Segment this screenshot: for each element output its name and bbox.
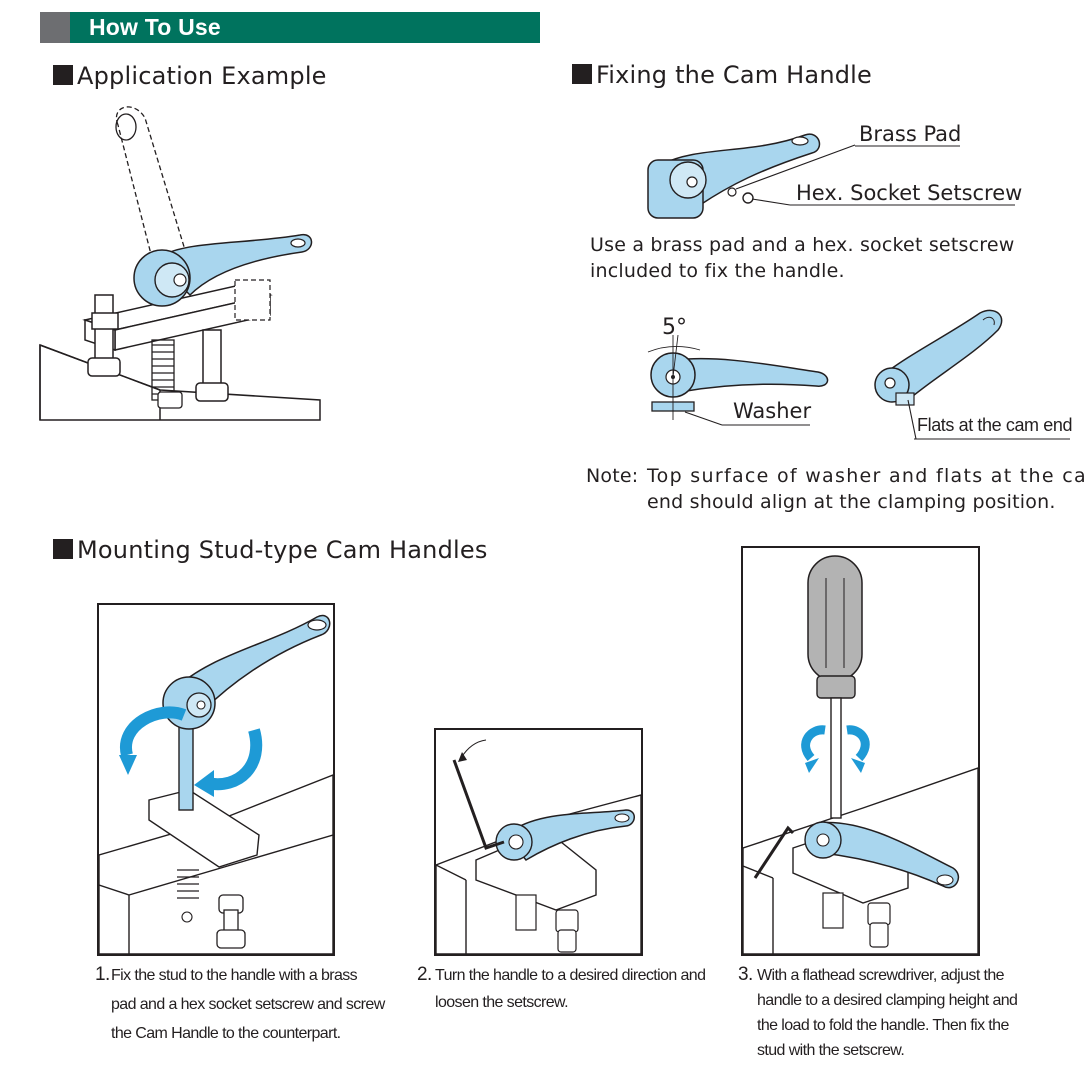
step-3-line-3: the load to fold the handle. Then fix th…	[757, 1017, 1009, 1034]
note-line-1: Top surface of washer and flats at the c…	[647, 465, 1087, 487]
header-tab-accent	[40, 12, 70, 43]
step-1-line-2: pad and a hex socket setscrew and screw	[111, 996, 385, 1013]
note-line-2: end should align at the clamping positio…	[647, 491, 1056, 513]
step-3-illustration	[743, 555, 978, 954]
note-prefix: Note:	[586, 465, 639, 487]
step-3-line-4: stud with the setscrew.	[757, 1042, 905, 1059]
step-1-panel	[97, 603, 335, 956]
washer-label: Washer	[733, 399, 812, 423]
fixing-description-line-1: Use a brass pad and a hex. socket setscr…	[590, 234, 1015, 256]
section-header-bar: How To Use	[40, 12, 540, 43]
step-3-line-1: With a flathead screwdriver, adjust the	[757, 967, 1005, 984]
step-2-number: 2.	[417, 964, 432, 985]
bullet-square-icon	[572, 64, 592, 84]
brass-pad-label: Brass Pad	[859, 122, 962, 146]
step-3-panel	[741, 546, 980, 956]
step-1-number: 1.	[95, 964, 110, 985]
step-3-line-2: handle to a desired clamping height and	[757, 992, 1018, 1009]
handle-with-pad-illustration	[647, 133, 856, 219]
application-example-title: Application Example	[53, 62, 327, 90]
angle-label: 5°	[662, 315, 687, 340]
washer-angle-illustration	[647, 334, 829, 426]
step-1-line-1: Fix the stud to the handle with a brass	[111, 967, 358, 984]
step-1-illustration	[99, 614, 333, 954]
setscrew-label: Hex. Socket Setscrew	[796, 181, 1023, 205]
step-2-illustration	[436, 739, 641, 954]
flats-label: Flats at the cam end	[917, 415, 1073, 435]
flats-illustration	[874, 309, 1003, 440]
header-title: How To Use	[89, 14, 221, 40]
bullet-square-icon	[53, 65, 73, 85]
bullet-square-icon	[53, 539, 73, 559]
step-2-line-2: loosen the setscrew.	[435, 994, 569, 1011]
application-example-illustration	[39, 106, 321, 421]
fixing-cam-handle-title: Fixing the Cam Handle	[572, 61, 872, 89]
fixing-description-line-2: included to fix the handle.	[590, 260, 845, 282]
mounting-title: Mounting Stud-type Cam Handles	[53, 536, 488, 564]
step-3-number: 3.	[738, 964, 753, 985]
step-2-panel	[434, 728, 643, 956]
step-1-line-3: the Cam Handle to the counterpart.	[111, 1025, 341, 1042]
step-2-line-1: Turn the handle to a desired direction a…	[435, 967, 706, 984]
